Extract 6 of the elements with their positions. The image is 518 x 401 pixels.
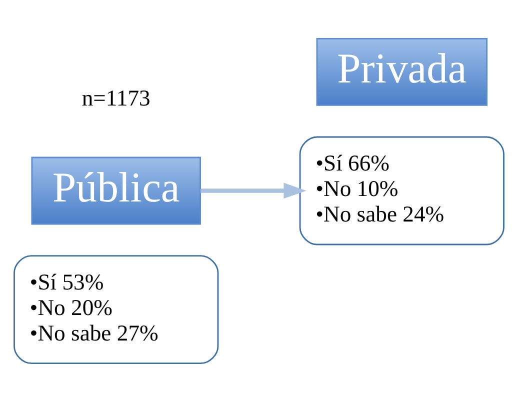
label: n=1173 bbox=[82, 85, 150, 110]
arrow bbox=[200, 182, 306, 198]
node-box: •Sí 66% •No 10% •No sabe 24% bbox=[299, 136, 504, 245]
node-box: Pública bbox=[31, 156, 201, 224]
node-box: •Sí 53% •No 20% •No sabe 27% bbox=[14, 254, 219, 364]
node-box: Privada bbox=[316, 37, 488, 106]
